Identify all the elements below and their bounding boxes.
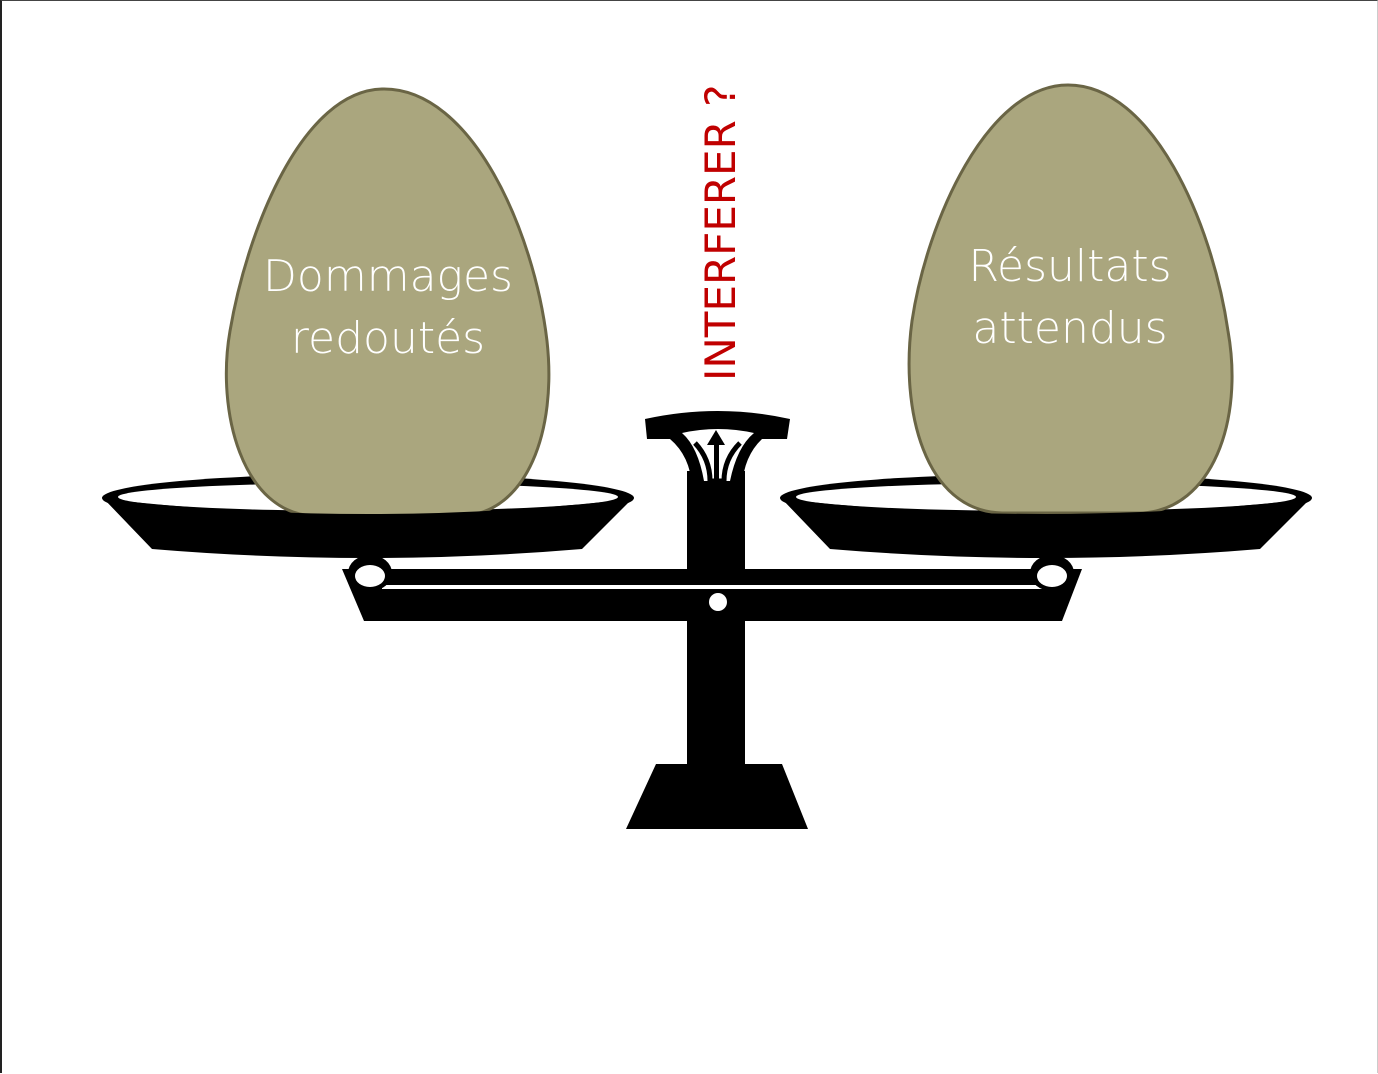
right-hinge bbox=[1030, 555, 1074, 591]
left-egg: Dommages redoutés bbox=[224, 87, 551, 518]
left-pan-bowl bbox=[104, 499, 632, 558]
left-hinge bbox=[348, 555, 392, 591]
right-egg-label-line2: attendus bbox=[972, 303, 1167, 354]
right-egg-label-line1: Résultats bbox=[968, 241, 1171, 292]
right-pan-bowl bbox=[782, 499, 1310, 558]
needle-arrow-icon bbox=[707, 430, 725, 483]
scale-base bbox=[626, 764, 808, 829]
pivot-dot bbox=[709, 593, 727, 611]
left-egg-label-line1: Dommages bbox=[263, 251, 513, 302]
scale-beam bbox=[342, 569, 1082, 621]
left-egg-label-line2: redoutés bbox=[291, 313, 485, 364]
right-egg: Résultats attendus bbox=[907, 83, 1234, 515]
question-label: INTERFERER ? bbox=[696, 85, 745, 381]
